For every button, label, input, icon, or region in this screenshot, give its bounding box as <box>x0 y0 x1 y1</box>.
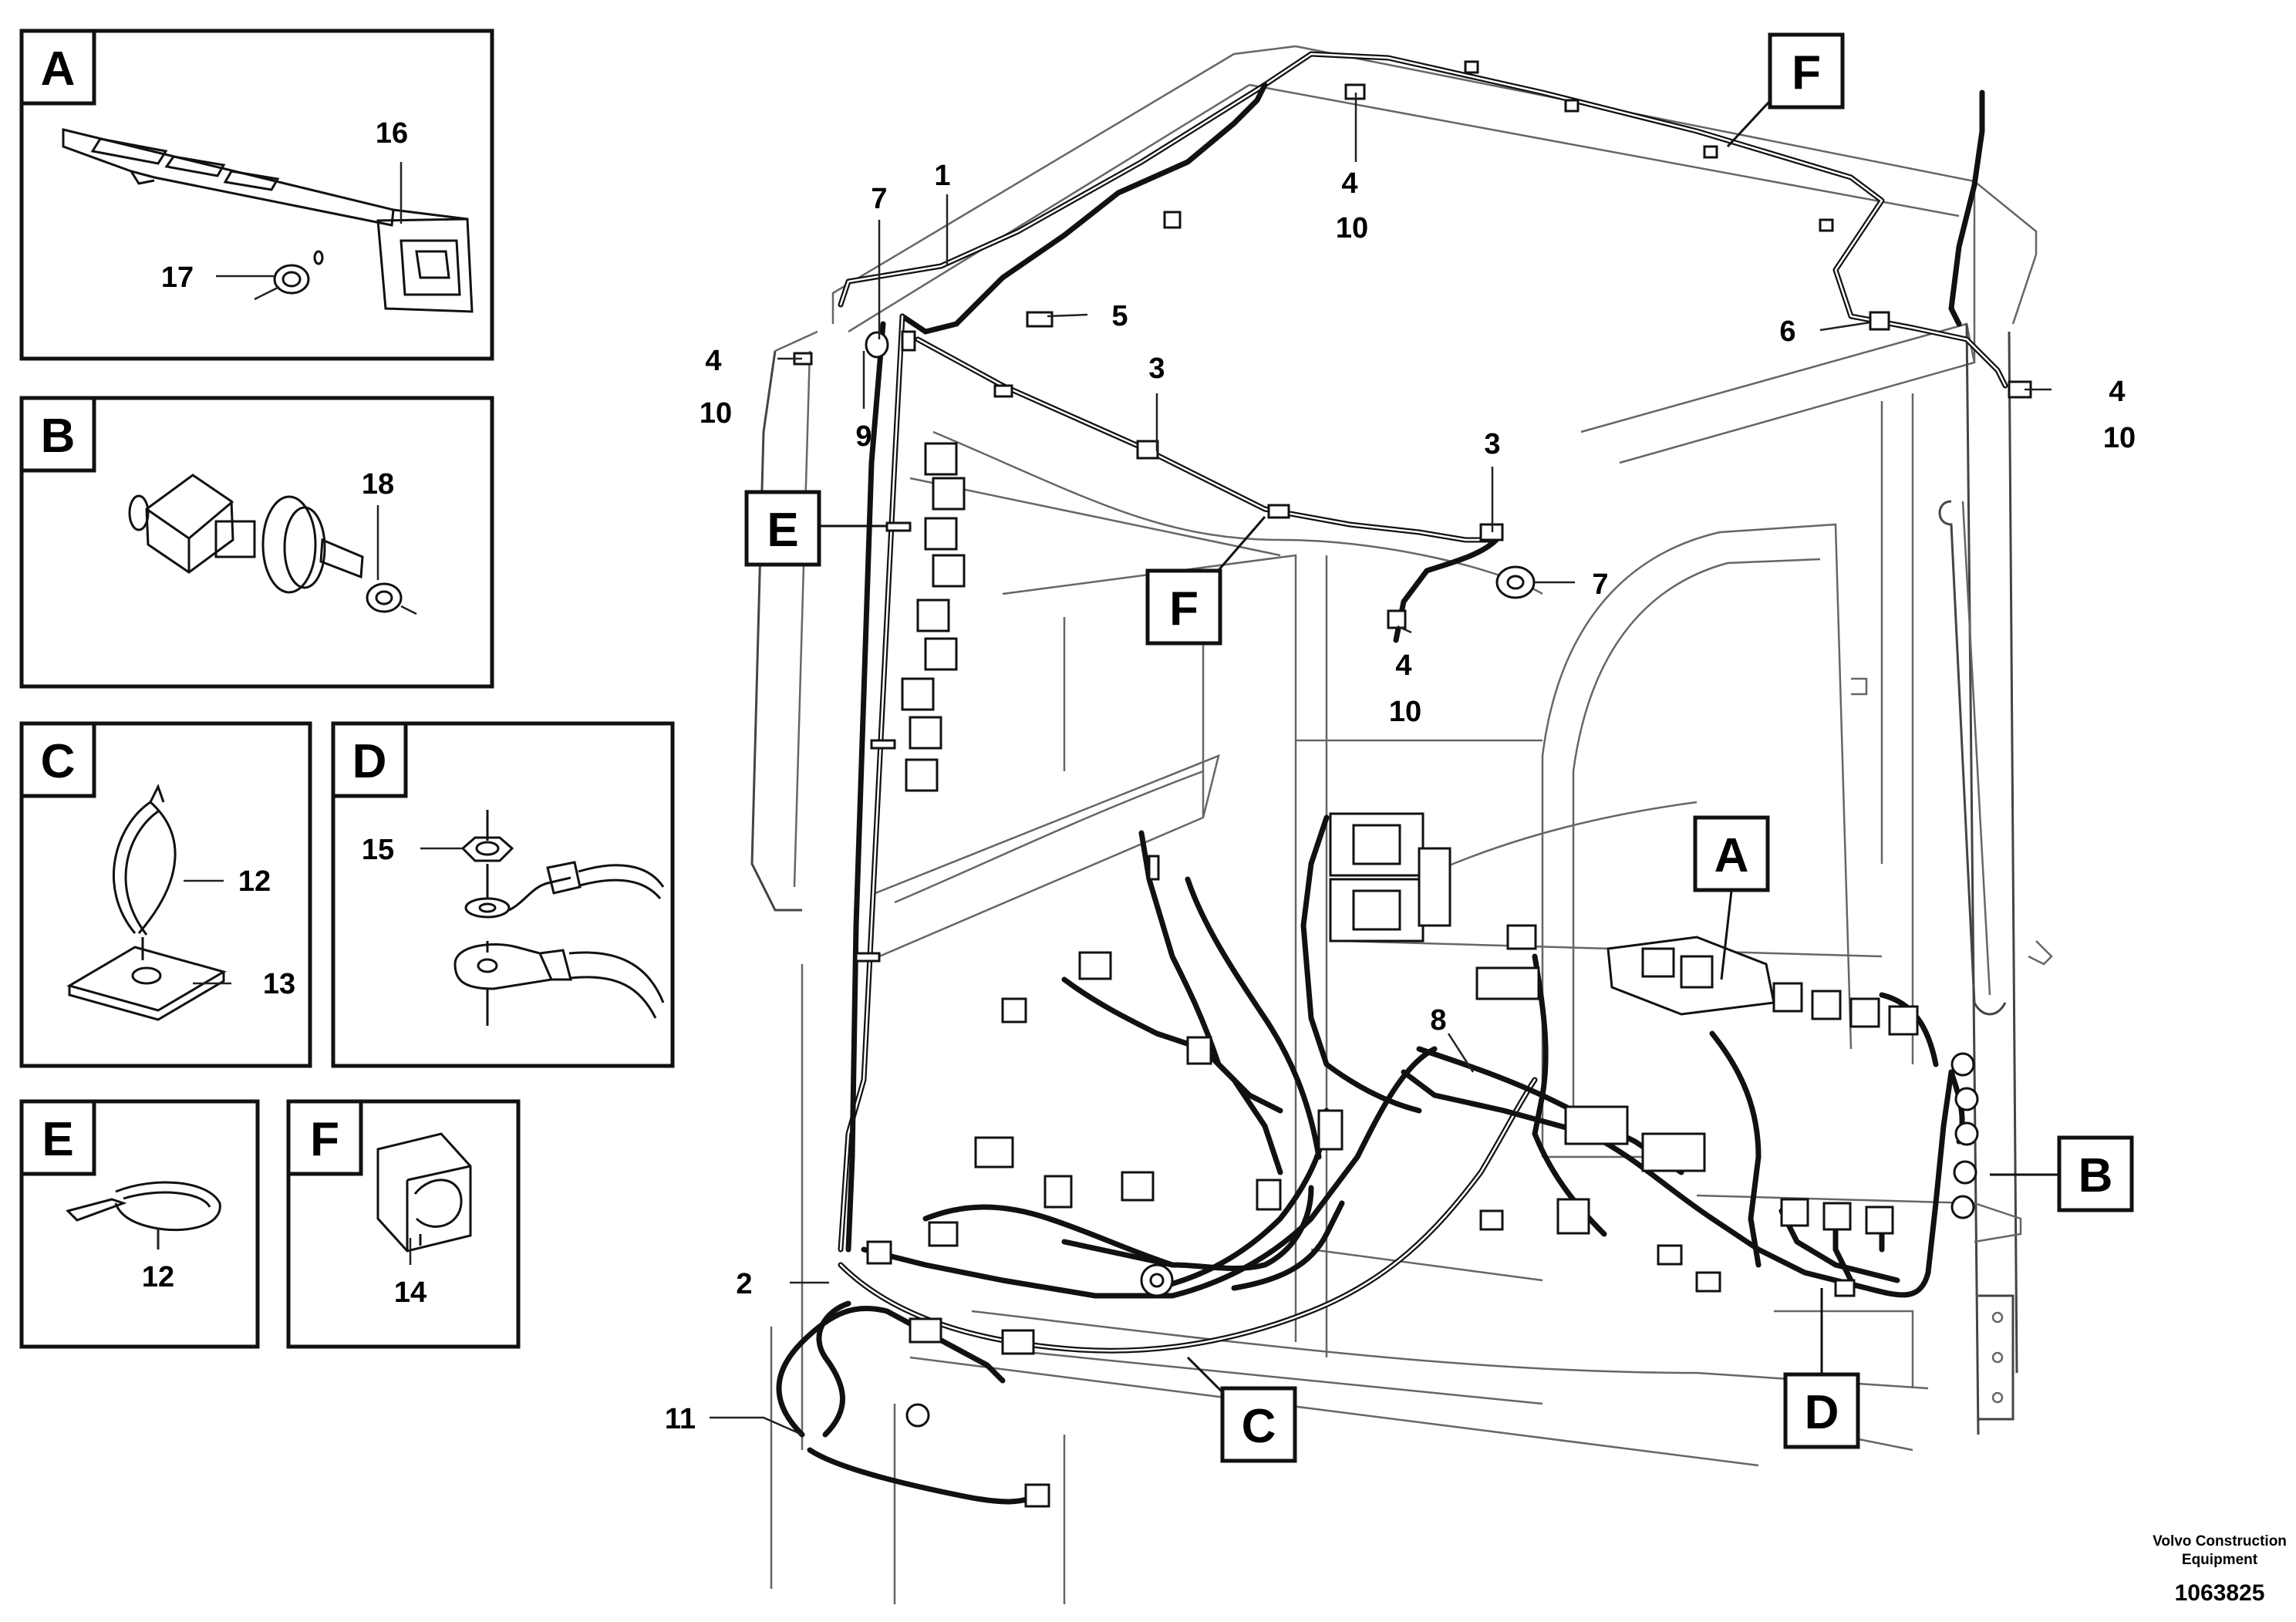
callout-14: 14 <box>394 1276 426 1309</box>
callout-17: 17 <box>161 261 194 294</box>
callout-9: 9 <box>855 420 872 453</box>
leader-lines <box>710 70 2059 1436</box>
wiring-harness <box>776 51 2008 1505</box>
callout-8: 8 <box>1430 1004 1446 1037</box>
ref-box-f-mid: F <box>1169 582 1199 636</box>
callout-4: 4 <box>705 345 721 377</box>
ref-box-c: C <box>1242 1400 1276 1453</box>
detail-panel-a: A 16 17 <box>19 29 494 361</box>
document-number: 1063825 <box>2175 1580 2265 1606</box>
callout-10d: 10 <box>1389 696 1421 728</box>
callout-4d: 4 <box>1395 649 1411 682</box>
detail-panel-c: C 12 13 <box>19 721 312 1068</box>
detail-letter-a: A <box>41 42 76 96</box>
callout-1: 1 <box>934 160 950 192</box>
ref-box-d: D <box>1805 1386 1839 1439</box>
cable-tie-c-illustration <box>66 784 227 1021</box>
callout-5: 5 <box>1111 300 1128 332</box>
bracket-a-illustration <box>62 128 474 313</box>
detail-letter-f: F <box>310 1113 339 1166</box>
main-callouts: 1 7 5 4 10 9 3 3 4 10 6 4 10 7 4 10 8 2 … <box>665 160 2136 1435</box>
callout-2: 2 <box>736 1268 752 1300</box>
footer: Volvo Construction Equipment 1063825 <box>2153 1533 2287 1606</box>
callout-12b: 12 <box>142 1261 174 1293</box>
callout-3: 3 <box>1148 352 1165 385</box>
callout-11: 11 <box>665 1403 696 1435</box>
grommet-b-illustration <box>128 474 417 615</box>
detail-letter-c: C <box>41 735 76 788</box>
callout-16: 16 <box>376 117 408 150</box>
detail-letter-b: B <box>41 410 76 463</box>
detail-panel-e: E 12 <box>19 1099 260 1349</box>
ref-box-f-top: F <box>1792 46 1821 99</box>
callout-7b: 7 <box>1592 568 1608 601</box>
detail-panel-d: D 15 <box>331 721 675 1068</box>
cab-structure <box>750 45 2053 1604</box>
callout-4c: 4 <box>2109 376 2125 408</box>
ref-box-b: B <box>2079 1149 2113 1202</box>
harness-connectors <box>793 60 2032 1508</box>
callout-7: 7 <box>871 183 887 215</box>
detail-letter-e: E <box>42 1113 73 1166</box>
callout-6: 6 <box>1779 315 1795 348</box>
callout-12: 12 <box>238 865 271 898</box>
callout-15: 15 <box>362 834 394 866</box>
callout-3b: 3 <box>1484 428 1500 460</box>
callout-10c: 10 <box>2103 422 2136 454</box>
callout-10: 10 <box>700 397 732 430</box>
detail-panel-b: B 18 <box>19 396 494 689</box>
detail-letter-d: D <box>352 735 387 788</box>
clip-f-illustration <box>376 1132 472 1253</box>
detail-reference-boxes: F E F A B C D <box>744 32 2134 1463</box>
callout-4b: 4 <box>1341 167 1357 200</box>
brand-line-2: Equipment <box>2182 1552 2258 1568</box>
callout-18: 18 <box>362 468 394 501</box>
callout-13: 13 <box>263 968 295 1000</box>
brand-line-1: Volvo Construction <box>2153 1533 2287 1549</box>
ref-box-a: A <box>1714 829 1749 882</box>
callout-10b: 10 <box>1336 212 1368 244</box>
ref-box-e: E <box>767 504 798 557</box>
detail-panel-f: F 14 <box>286 1099 521 1349</box>
ground-terminal-d-illustration <box>453 810 665 1026</box>
